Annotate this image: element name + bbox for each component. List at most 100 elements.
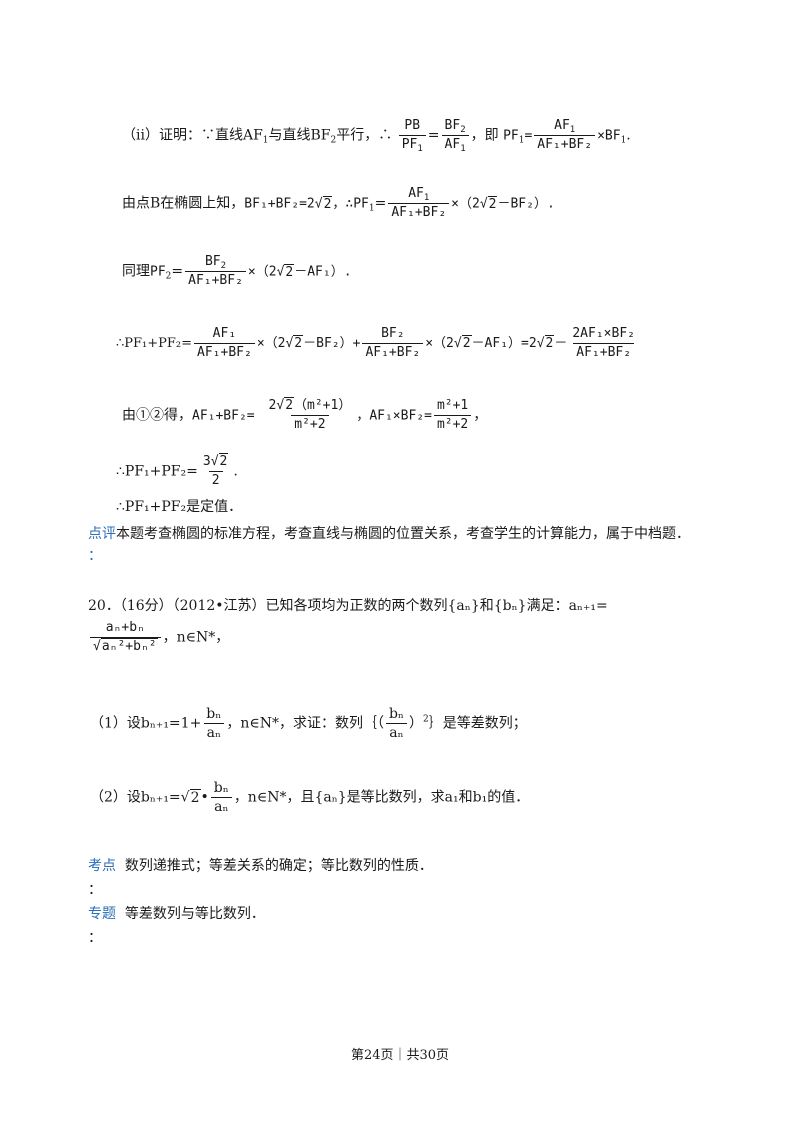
subscript: 2 [165, 271, 172, 282]
proof-line-5: 由①②得，AF₁+BF₂= 2√2（m²+1）m²+2，AF₁×BF₂=m²+1… [122, 397, 488, 433]
subscript: 2 [460, 125, 466, 135]
equals: = [374, 195, 387, 212]
numerator: m²+1 [436, 398, 469, 413]
subscript: 2 [330, 135, 337, 146]
zhuanti-label: 专题 [88, 906, 116, 922]
review-section: 点评本题考查椭圆的标准方程，考查直线与椭圆的位置关系，考查学生的计算能力，属于中… [88, 524, 690, 544]
num-text: （m²+1） [294, 398, 352, 413]
numerator: BF₂ [381, 326, 405, 341]
kaodian-section: 考点 数列递推式；等差关系的确定；等比数列的性质． [88, 856, 433, 876]
proof-text: 与直线BF [268, 127, 331, 144]
equals: = [524, 128, 533, 144]
denominator: m²+2 [291, 415, 329, 433]
math-text: PF [503, 128, 519, 144]
denominator: PF1 [398, 135, 426, 154]
subscript: 1 [569, 125, 576, 135]
den-text: AF [444, 137, 461, 152]
math-text: ×（2 [247, 264, 277, 280]
subscript: 1 [460, 144, 466, 154]
denominator: m²+2 [433, 415, 472, 433]
comma: ， [473, 407, 488, 424]
radicand: 2 [461, 335, 472, 351]
math-text: －BF₂）+ [303, 336, 361, 351]
subscript: 1 [518, 135, 525, 146]
question-text: ，n∈N*， [162, 629, 230, 646]
radicand: 2 [189, 788, 201, 806]
subscript: 1 [417, 144, 423, 154]
proof-text: 由①②得， [122, 407, 192, 424]
numerator: BF2 [442, 118, 469, 135]
kaodian-label: 考点 [88, 858, 116, 874]
sqrt-sign: √ [210, 454, 219, 469]
proof-text: ∴PF₁+PF₂= [116, 463, 198, 480]
radicand: 2 [544, 335, 555, 351]
question-20-formula: aₙ+bₙ√aₙ²+bₙ²，n∈N*， [88, 620, 229, 655]
sqrt-sign: √ [180, 789, 190, 806]
fraction: 2√2（m²+1）m²+2 [266, 397, 355, 433]
denominator: AF₁+BF₂ [362, 343, 424, 361]
proof-line-7: ∴PF₁+PF₂是定值． [116, 497, 242, 517]
sqrt-sign: √ [479, 196, 488, 212]
math-text: ×BF [597, 128, 621, 144]
num-text: 3 [202, 454, 211, 469]
sqrt-sign: √ [276, 398, 285, 413]
numerator: bₙ [388, 706, 404, 722]
proof-text: ，即 [470, 127, 499, 144]
numerator: bₙ [206, 706, 222, 722]
math-text: PF [150, 264, 166, 280]
den-text: PF [401, 137, 418, 152]
page-footer: 第24页｜共30页 [350, 1048, 450, 1063]
sqrt-sign: √ [285, 336, 294, 351]
denominator: AF₁+BF₂ [388, 203, 450, 221]
math-text: －BF₂）. [497, 196, 555, 212]
denominator: AF₁+BF₂ [194, 343, 255, 361]
math-text: － [554, 336, 568, 351]
review-text: 本题考查椭圆的标准方程，考查直线与椭圆的位置关系，考查学生的计算能力，属于中档题… [116, 526, 690, 542]
dot: • [200, 789, 209, 806]
radicand: 2 [218, 453, 229, 469]
question-text: （1）设bₙ₊₁=1+ [90, 715, 202, 732]
subscript: 1 [620, 135, 627, 146]
proof-text: （ii）证明：∵直线AF [122, 127, 263, 144]
fraction: BF₂ AF₁+BF₂ [362, 326, 424, 361]
proof-text: 同理 [122, 263, 150, 280]
radicand: 2 [487, 195, 498, 212]
subscript: 1 [423, 193, 430, 203]
numerator: 2AF₁×BF₂ [572, 326, 635, 341]
numerator: AF1 [405, 186, 432, 203]
question-text: ） [409, 715, 423, 732]
question-text: （2）设bₙ₊₁= [90, 789, 181, 806]
radicand: 2 [322, 195, 333, 212]
fraction: m²+1 m²+2 [433, 398, 472, 433]
equals: = [427, 127, 440, 144]
math-text: ×（2 [256, 336, 286, 351]
math-text: ×（2 [451, 196, 480, 212]
radicand: 2 [284, 263, 295, 280]
sqrt-sign: √ [93, 639, 101, 654]
math-text: ×（2 [425, 336, 454, 351]
num-text: BF [444, 118, 461, 133]
numerator: AF1 [551, 118, 578, 135]
denominator: aₙ [386, 723, 407, 741]
denominator: AF₁+BF₂ [185, 271, 246, 289]
num-text: 2 [268, 398, 277, 413]
radicand: 2 [293, 335, 304, 351]
num-text: BF [204, 254, 221, 269]
proof-text: ∴PF₁+PF₂= [116, 336, 193, 351]
period: . [233, 463, 238, 480]
sqrt-sign: √ [314, 196, 323, 212]
